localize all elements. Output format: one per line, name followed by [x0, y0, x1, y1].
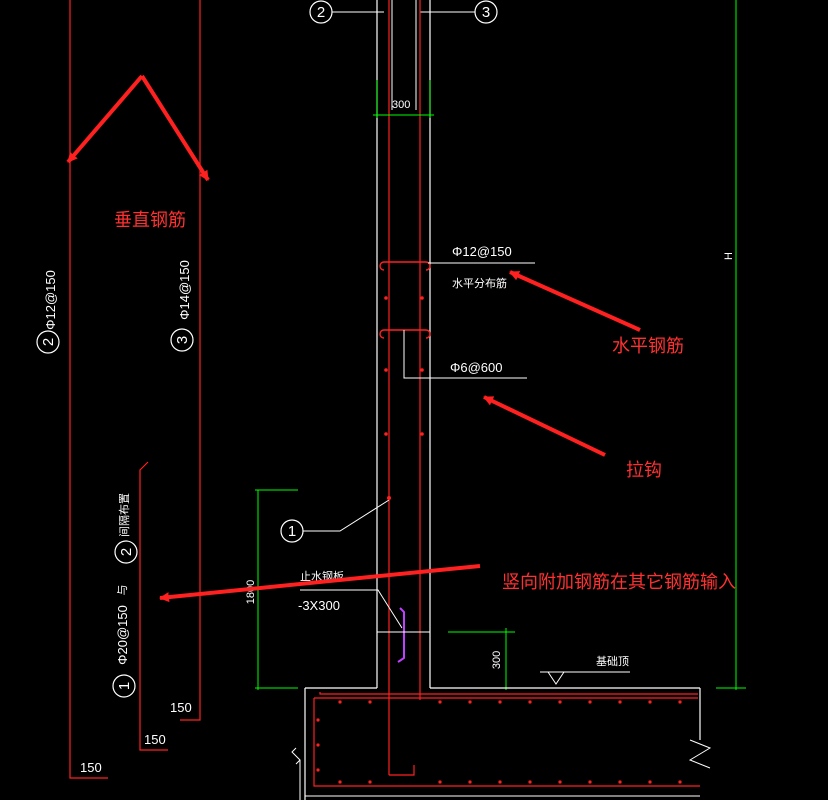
slab-rebar-dots	[316, 700, 682, 784]
bar2-spec-label: Φ12@150	[43, 270, 58, 330]
tie-bar-spec: Φ6@600	[450, 360, 503, 375]
bar2-number-circle: 2	[36, 330, 60, 354]
svg-text:1: 1	[288, 523, 296, 540]
svg-text:3: 3	[482, 4, 490, 21]
bar3-number: 3	[174, 336, 191, 344]
foundation-top-label: 基础顶	[596, 655, 629, 668]
bar2-number: 2	[40, 338, 57, 346]
hook-length-c: 150	[80, 760, 102, 775]
svg-text:1800: 1800	[245, 580, 257, 604]
bar-join-label: 与	[116, 585, 129, 596]
bar3-spec-label: Φ14@150	[177, 260, 192, 320]
bar1-number-circle: 1	[112, 674, 136, 698]
axis-bubble-2: 2	[309, 0, 384, 24]
callout-1: 1	[280, 496, 391, 543]
svg-text:300: 300	[491, 651, 503, 669]
hook-length-a: 150	[170, 700, 192, 715]
hook-length-b: 150	[144, 732, 166, 747]
horizontal-bar-spec: Φ12@150	[452, 244, 512, 259]
bar1-spec-label: Φ20@150	[115, 605, 130, 665]
section-annotation-arrows	[159, 270, 641, 603]
bar-note-label: 间隔布置	[118, 493, 131, 537]
foundation-slab	[291, 687, 712, 800]
annotation-additional-bars: 竖向附加钢筋在其它钢筋输入	[502, 572, 736, 593]
vertical-annotation-arrows	[66, 74, 210, 182]
vertical-bar-1	[139, 461, 168, 751]
vertical-bar-2	[69, 0, 108, 779]
wall-section: 2 3 Φ12@150 水平分布筋 Φ6@6	[245, 0, 746, 800]
horizontal-bar-hook	[379, 261, 431, 271]
svg-text:2: 2	[317, 4, 325, 21]
bar-join-number: 2	[118, 548, 135, 556]
svg-text:300: 300	[392, 99, 410, 111]
horizontal-bar-note: 水平分布筋	[452, 276, 507, 290]
dim-wall-thickness: 300	[373, 80, 434, 118]
waterstop-spec: -3X300	[298, 598, 340, 613]
axis-bubble-3: 3	[420, 0, 498, 24]
vertical-bar-detail: Φ12@150 2 Φ14@150 3 Φ20@150 1 与 2 间隔布置	[36, 0, 201, 779]
annotation-horizontal-bars: 水平钢筋	[612, 336, 684, 357]
bar-join-number-circle: 2	[114, 540, 138, 564]
bar1-number: 1	[116, 682, 133, 690]
tie-bar-hook	[379, 329, 431, 339]
dim-300-foundation: 300	[448, 628, 515, 690]
vertical-bar-3	[180, 0, 201, 721]
foundation-top-marker: 基础顶	[540, 655, 630, 685]
dim-height: H	[716, 0, 746, 690]
annotation-vertical-bars: 垂直钢筋	[114, 210, 186, 231]
bar3-number-circle: 3	[170, 328, 194, 352]
annotation-tie-bars: 拉钩	[626, 460, 662, 481]
svg-text:H: H	[723, 252, 735, 260]
